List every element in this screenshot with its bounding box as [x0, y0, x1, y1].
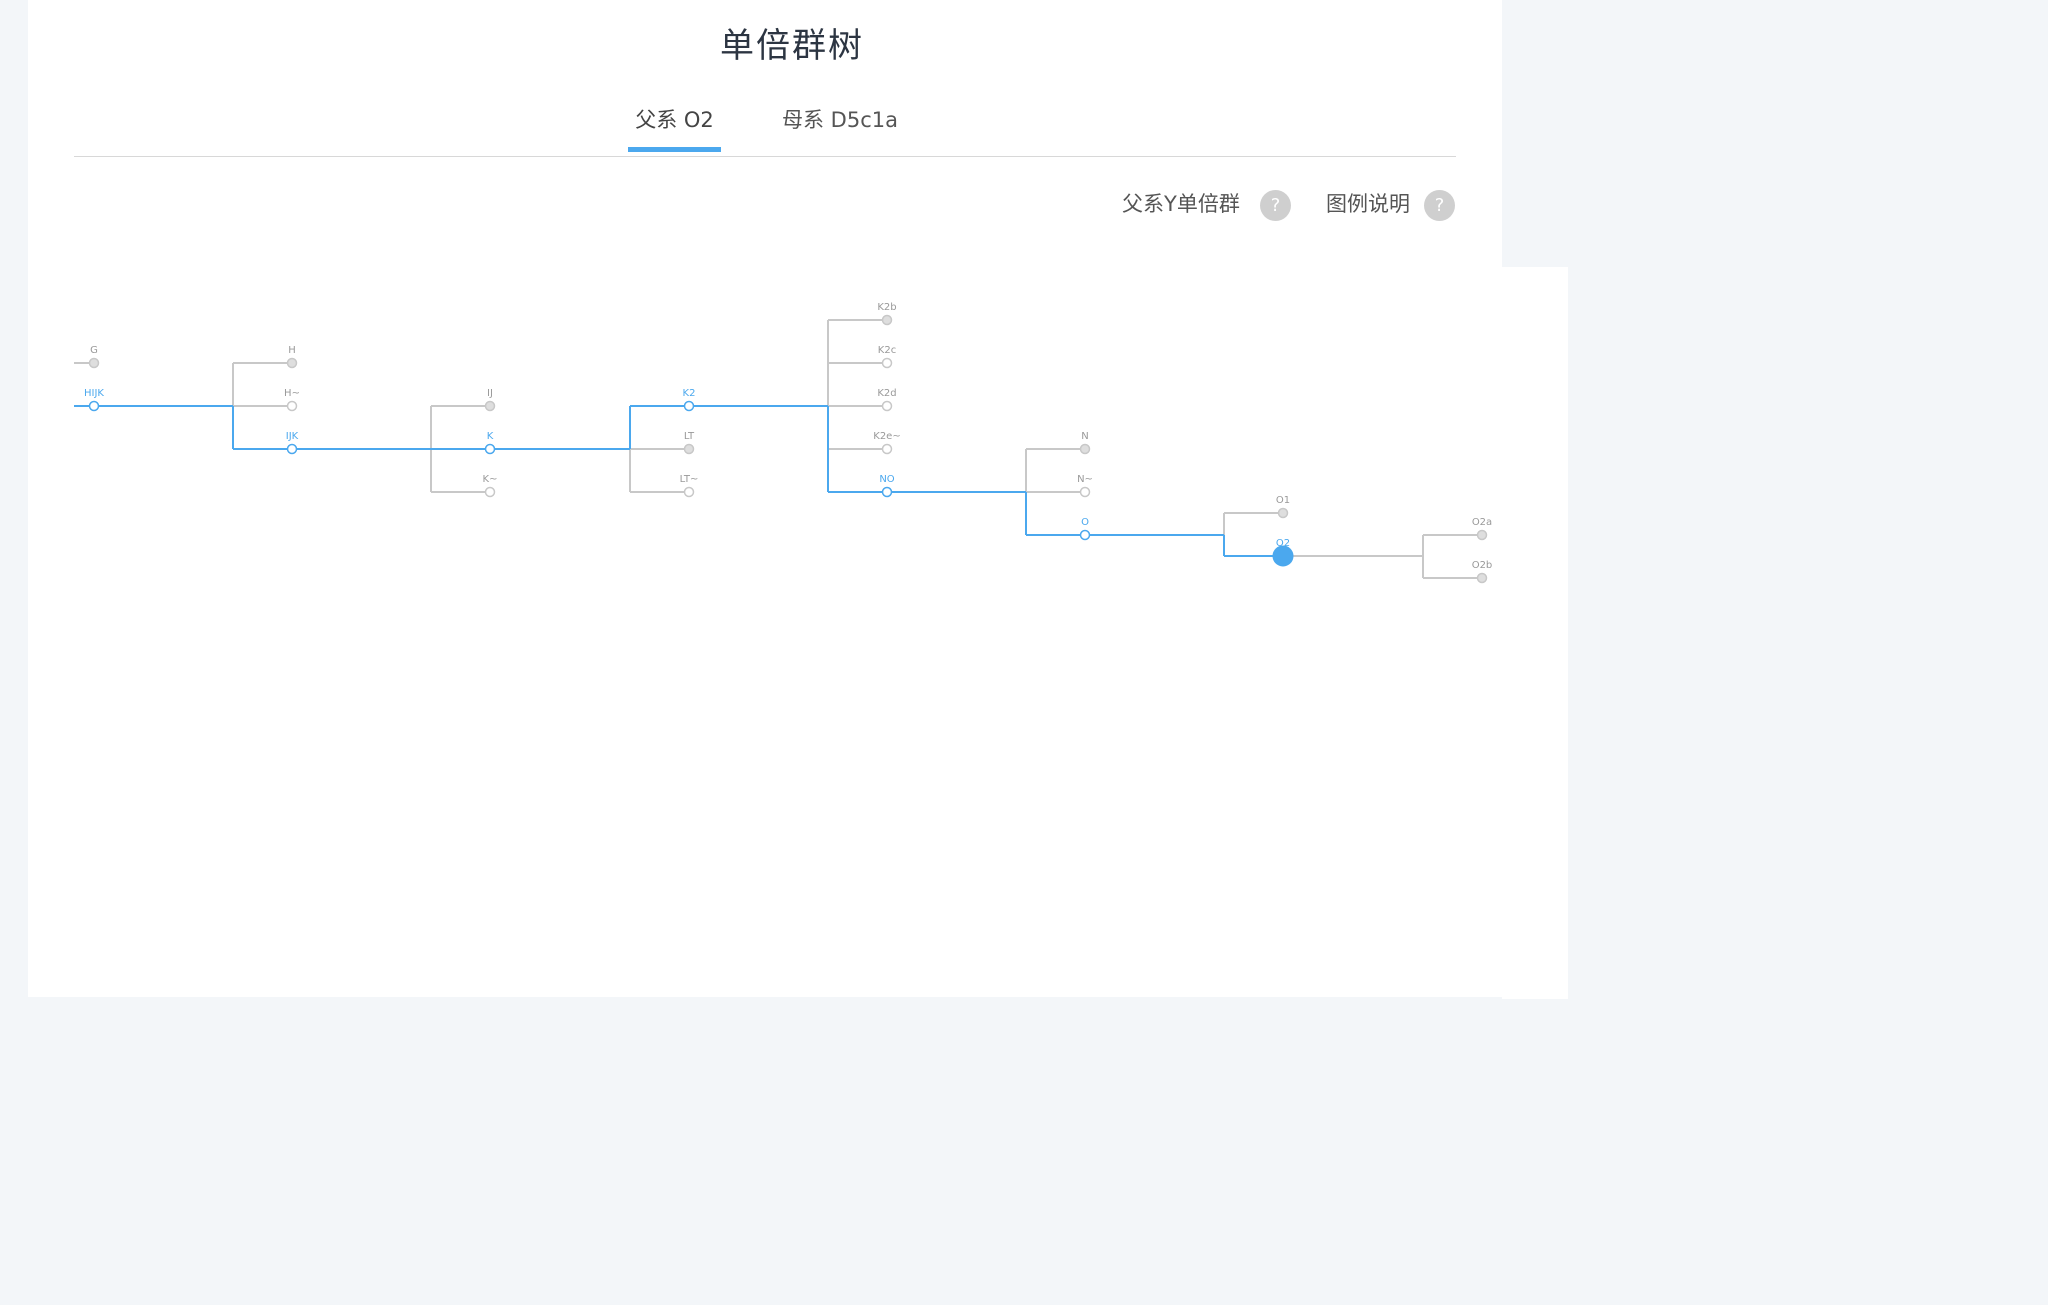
node-label: O2a — [1472, 517, 1492, 528]
haplogroup-tree: GHIJKHH~IJKIJKK~K2LTLT~K2bK2cK2dK2e~NONN… — [74, 302, 1493, 584]
tree-node[interactable] — [683, 400, 695, 412]
tree-node[interactable] — [881, 486, 893, 498]
tree-node[interactable] — [1079, 486, 1091, 498]
tree-node[interactable] — [881, 443, 893, 455]
tree-node[interactable] — [1079, 529, 1091, 541]
tab-maternal[interactable]: 母系 D5c1a — [782, 108, 898, 132]
question-icon[interactable]: ? — [1260, 190, 1291, 221]
tree-node[interactable] — [1079, 443, 1091, 455]
tab-paternal[interactable]: 父系 O2 — [628, 104, 721, 152]
tree-node[interactable] — [881, 357, 893, 369]
node-label: K2c — [878, 345, 896, 356]
node-label: IJK — [286, 431, 299, 442]
tree-node[interactable] — [88, 400, 100, 412]
tree-node[interactable] — [484, 443, 496, 455]
tree-node[interactable] — [1476, 529, 1488, 541]
tree-node[interactable] — [881, 400, 893, 412]
tree-node[interactable] — [484, 400, 496, 412]
tree-node[interactable] — [683, 486, 695, 498]
node-label: O1 — [1276, 495, 1290, 506]
tree-node[interactable] — [881, 314, 893, 326]
node-label: IJ — [487, 388, 493, 399]
tree-node[interactable] — [88, 357, 100, 369]
legend-help-link[interactable]: 图例说明 — [1326, 192, 1410, 216]
node-label: N~ — [1077, 474, 1093, 485]
tree-node[interactable] — [286, 400, 298, 412]
node-label: K2e~ — [873, 431, 900, 442]
current-haplogroup-node[interactable] — [1272, 545, 1294, 567]
node-label: H — [288, 345, 296, 356]
node-label: O2 — [1276, 538, 1290, 549]
node-label: O2b — [1472, 560, 1493, 571]
right-panel-strip — [1502, 267, 1568, 999]
tab-bar: 父系 O2 母系 D5c1a — [74, 100, 1456, 157]
node-label: LT~ — [680, 474, 699, 485]
node-label: H~ — [284, 388, 300, 399]
tree-node[interactable] — [484, 486, 496, 498]
tree-node[interactable] — [286, 357, 298, 369]
y-haplogroup-help-link[interactable]: 父系Y单倍群 — [1122, 192, 1240, 216]
page-title: 单倍群树 — [720, 26, 864, 66]
node-label: K — [487, 431, 494, 442]
node-label: K~ — [483, 474, 498, 485]
node-label: N — [1081, 431, 1088, 442]
node-label: G — [90, 345, 98, 356]
node-label: NO — [879, 474, 894, 485]
tree-node[interactable] — [286, 443, 298, 455]
tree-node[interactable] — [1277, 507, 1289, 519]
question-icon[interactable]: ? — [1424, 190, 1455, 221]
tree-node[interactable] — [683, 443, 695, 455]
node-label: O — [1081, 517, 1089, 528]
node-label: LT — [684, 431, 695, 442]
node-label: HIJK — [84, 388, 104, 399]
tree-node[interactable] — [1476, 572, 1488, 584]
node-label: K2d — [877, 388, 896, 399]
node-label: K2 — [683, 388, 696, 399]
main-card: 单倍群树 父系 O2 母系 D5c1a 父系Y单倍群 ? 图例说明 ? — [28, 0, 1502, 997]
node-label: K2b — [877, 302, 896, 313]
